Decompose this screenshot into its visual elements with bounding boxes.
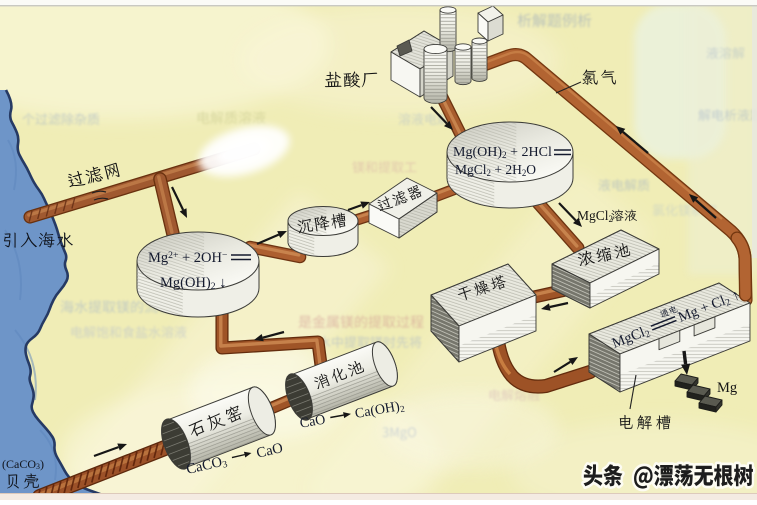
svg-text:CaCO3: CaCO3 <box>185 453 229 479</box>
svg-text:Mg: Mg <box>717 380 737 396</box>
svg-text:MgCl2 + 2H2O: MgCl2 + 2H2O <box>455 162 536 178</box>
svg-text:Mg2+ + 2OH−: Mg2+ + 2OH− <box>148 250 227 266</box>
svg-text:CaO: CaO <box>299 412 327 431</box>
svg-text:Mg(OH)2 + 2HCl: Mg(OH)2 + 2HCl <box>453 145 552 160</box>
svg-text:MgCl2: MgCl2 <box>577 208 613 224</box>
svg-text:CaO: CaO <box>255 440 285 462</box>
svg-text:Mg(OH)2 ↓: Mg(OH)2 ↓ <box>160 275 226 292</box>
svg-text:(CaCO3): (CaCO3) <box>2 457 44 471</box>
